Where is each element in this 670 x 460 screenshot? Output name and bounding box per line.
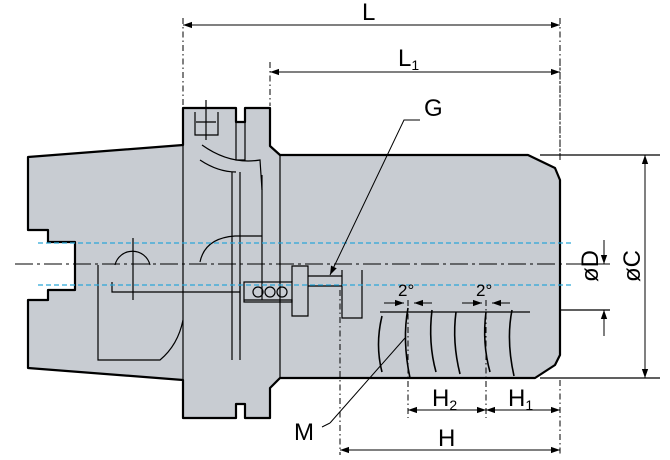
leader-G (329, 119, 420, 276)
label-H: H (438, 425, 455, 452)
label-H2: H2 (432, 385, 457, 413)
spring-housing (243, 281, 293, 303)
label-M: M (294, 419, 314, 446)
label-D: øD (577, 250, 604, 282)
label-G: G (424, 95, 443, 122)
leader-M-1 (329, 337, 406, 424)
clamp-grooves (377, 307, 530, 379)
label-C: øC (619, 250, 646, 282)
label-H1: H1 (508, 385, 533, 413)
label-L1: L1 (398, 45, 419, 73)
ball-3 (276, 286, 288, 298)
ball-1 (252, 286, 264, 298)
label-angle-left: 2° (398, 281, 414, 300)
label-L: L (362, 0, 375, 26)
ball-2 (264, 286, 276, 298)
holder-body (26, 106, 562, 420)
label-angle-right: 2° (476, 281, 492, 300)
